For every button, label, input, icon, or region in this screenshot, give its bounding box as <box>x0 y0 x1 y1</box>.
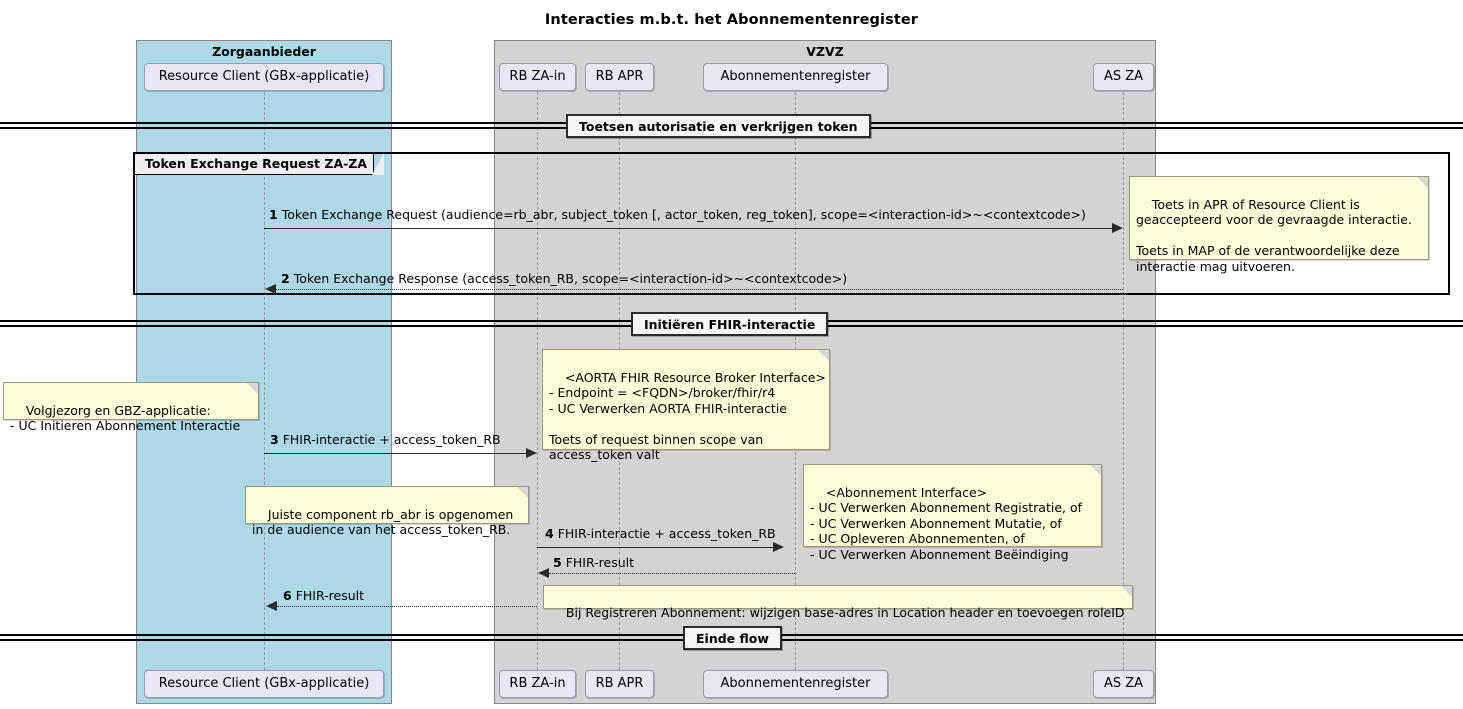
message-5-label: 5 FHIR-result <box>553 556 634 570</box>
divider-label-einde-flow: Einde flow <box>683 626 782 650</box>
message-1-line <box>264 228 1114 229</box>
message-2-text: Token Exchange Response (access_token_RB… <box>293 271 848 286</box>
message-5-number: 5 <box>553 555 562 570</box>
message-1-label: 1 Token Exchange Request (audience=rb_ab… <box>269 208 1086 222</box>
message-6-text: FHIR-result <box>295 588 365 603</box>
message-3-text: FHIR-interactie + access_token_RB <box>282 432 501 447</box>
participant-rb-apr-top[interactable]: RB APR <box>585 63 654 91</box>
message-3-number: 3 <box>270 432 279 447</box>
group-label-zorgaanbieder: Zorgaanbieder <box>212 44 316 59</box>
fragment-token-exchange-request-za-za <box>133 152 1450 295</box>
note-fold-icon <box>1417 177 1428 188</box>
note-text: Toets in APR of Resource Client is geacc… <box>1136 196 1412 274</box>
divider-label-toetsen-autorisatie: Toetsen autorisatie en verkrijgen token <box>566 114 871 138</box>
message-4-arrowhead <box>773 542 784 552</box>
message-2-arrowhead <box>265 284 276 294</box>
message-6-line <box>277 606 537 607</box>
divider-label-initieren-fhir-interactie: Initiëren FHIR-interactie <box>631 312 829 336</box>
message-5-line <box>549 573 795 574</box>
note-fold-icon <box>247 383 258 394</box>
message-1-number: 1 <box>269 207 278 222</box>
note-fold-icon <box>818 350 829 361</box>
participant-rb-za-in-bottom[interactable]: RB ZA-in <box>499 670 576 698</box>
message-3-label: 3 FHIR-interactie + access_token_RB <box>270 433 501 447</box>
group-label-vzvz: VZVZ <box>806 44 844 59</box>
note-bij-registreren-abonnement: Bij Registreren Abonnement: wijzigen bas… <box>543 585 1133 620</box>
message-2-number: 2 <box>281 271 290 286</box>
message-4-text: FHIR-interactie + access_token_RB <box>557 526 776 541</box>
note-text: Volgjezorg en GBZ-applicatie: - UC Initi… <box>10 402 241 434</box>
message-5-text: FHIR-result <box>565 555 635 570</box>
page-title: Interacties m.b.t. het Abonnementenregis… <box>544 12 919 28</box>
note-text: Bij Registreren Abonnement: wijzigen bas… <box>565 604 1125 620</box>
lifeline-resource-client <box>264 92 265 670</box>
lifeline-as-za <box>1123 92 1124 670</box>
message-4-line <box>537 547 775 548</box>
fragment-label-token-exchange-request-za-za: Token Exchange Request ZA-ZA <box>135 153 385 175</box>
message-3-arrowhead <box>526 448 537 458</box>
participant-rb-za-in-top[interactable]: RB ZA-in <box>499 63 576 91</box>
participant-resource-client-bottom[interactable]: Resource Client (GBx-applicatie) <box>144 670 384 698</box>
note-juiste-component-rb-abr: Juiste component rb_abr is opgenomen in … <box>245 486 529 537</box>
participant-rb-apr-bottom[interactable]: RB APR <box>585 670 654 698</box>
note-text: Juiste component rb_abr is opgenomen in … <box>252 506 514 538</box>
note-aorta-fhir-resource-broker-interface: <AORTA FHIR Resource Broker Interface> -… <box>542 349 830 462</box>
note-abonnement-interface: <Abonnement Interface> - UC Verwerken Ab… <box>803 464 1102 562</box>
message-4-number: 4 <box>545 526 554 541</box>
message-6-arrowhead <box>266 601 277 611</box>
note-text: <AORTA FHIR Resource Broker Interface> -… <box>549 369 826 463</box>
message-2-label: 2 Token Exchange Response (access_token_… <box>281 272 847 286</box>
note-fold-icon <box>517 487 528 498</box>
message-5-arrowhead <box>538 568 549 578</box>
participant-abonnementenregister-top[interactable]: Abonnementenregister <box>703 63 888 91</box>
message-6-number: 6 <box>283 588 292 603</box>
message-4-label: 4 FHIR-interactie + access_token_RB <box>545 527 776 541</box>
message-6-label: 6 FHIR-result <box>283 589 364 603</box>
participant-resource-client-top[interactable]: Resource Client (GBx-applicatie) <box>144 63 384 91</box>
lifeline-rb-za-in <box>537 92 538 670</box>
note-fold-icon <box>1121 586 1132 597</box>
note-fold-icon <box>1090 465 1101 476</box>
message-3-line <box>264 453 528 454</box>
participant-as-za-bottom[interactable]: AS ZA <box>1093 670 1154 698</box>
message-1-text: Token Exchange Request (audience=rb_abr,… <box>281 207 1086 222</box>
note-text: <Abonnement Interface> - UC Verwerken Ab… <box>810 484 1083 562</box>
participant-as-za-top[interactable]: AS ZA <box>1093 63 1154 91</box>
note-volgjezorg-gbz-applicatie: Volgjezorg en GBZ-applicatie: - UC Initi… <box>3 382 259 433</box>
message-1-arrowhead <box>1112 223 1123 233</box>
note-toets-apr-map: Toets in APR of Resource Client is geacc… <box>1129 176 1429 274</box>
participant-abonnementenregister-bottom[interactable]: Abonnementenregister <box>703 670 888 698</box>
message-2-line <box>276 289 1123 290</box>
